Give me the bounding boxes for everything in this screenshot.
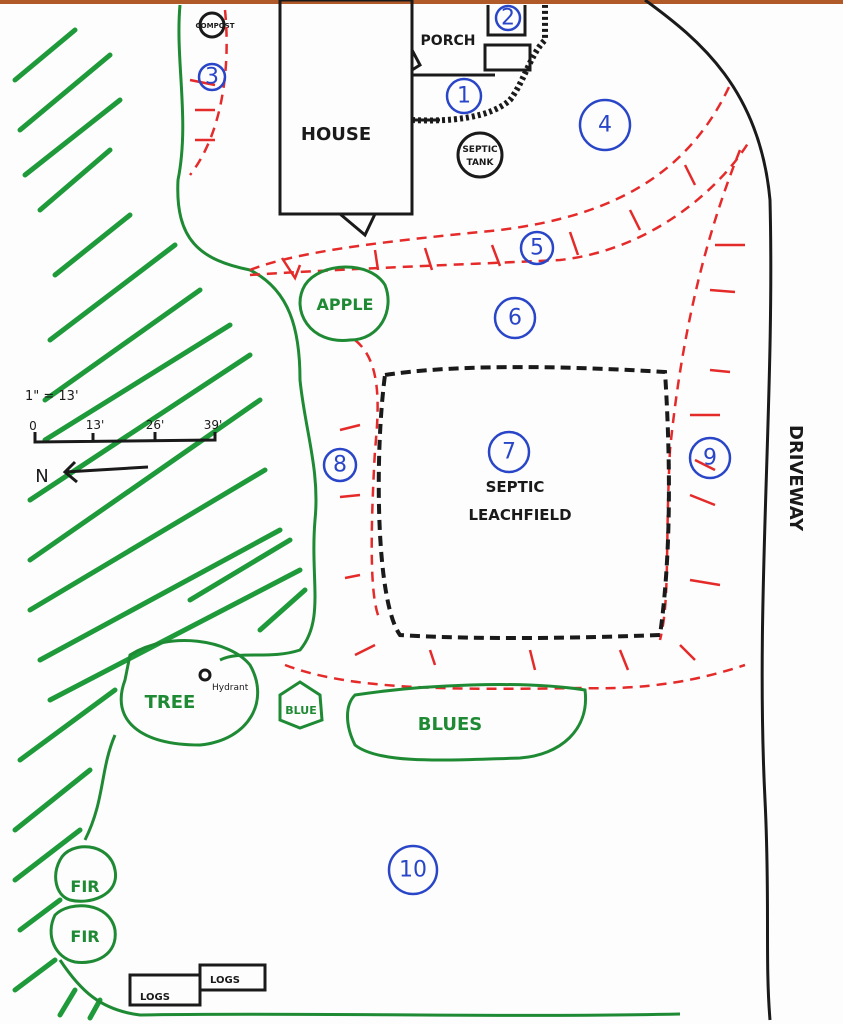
tree bbox=[119, 639, 260, 747]
septic-tank-label-2: TANK bbox=[467, 158, 495, 168]
zone-markers: 1 2 3 4 5 6 7 8 9 10 bbox=[197, 4, 732, 896]
drainage-arrows bbox=[189, 78, 745, 671]
property-line-south bbox=[58, 959, 681, 1017]
tree-line bbox=[176, 4, 318, 662]
house-label: HOUSE bbox=[301, 124, 371, 145]
septic-tank-label-1: SEPTIC bbox=[462, 145, 498, 155]
apple-label: APPLE bbox=[317, 295, 374, 314]
logs-label-2: LOGS bbox=[210, 975, 240, 986]
zone-7: 7 bbox=[502, 440, 516, 465]
leachfield-label-1: SEPTIC bbox=[486, 478, 545, 496]
blueberry-bushes bbox=[346, 683, 588, 762]
porch-label: PORCH bbox=[421, 33, 476, 49]
scale-tick-13: 13' bbox=[86, 418, 105, 432]
north-label: N bbox=[35, 466, 48, 487]
tree-label: TREE bbox=[145, 692, 196, 713]
north-arrow-icon bbox=[62, 460, 149, 484]
zone-2: 2 bbox=[501, 6, 515, 31]
deck bbox=[483, 5, 532, 72]
zone-5: 5 bbox=[530, 236, 544, 261]
house bbox=[278, 0, 414, 216]
hydrant-label: Hydrant bbox=[212, 683, 249, 693]
zone-4: 4 bbox=[598, 113, 612, 138]
driveway-label: DRIVEWAY bbox=[785, 425, 806, 532]
hydrant-icon bbox=[198, 668, 212, 682]
fir-label-2: FIR bbox=[70, 927, 99, 946]
zone-1: 1 bbox=[457, 84, 471, 109]
scale-tick-0: 0 bbox=[29, 419, 37, 433]
septic-leachfield bbox=[376, 365, 671, 641]
wooded-area-hatching bbox=[12, 27, 308, 1021]
blues-label: BLUES bbox=[418, 714, 482, 735]
septic-tank bbox=[456, 131, 504, 179]
log-pile-2 bbox=[198, 963, 267, 992]
driveway-edge bbox=[644, 0, 773, 1021]
tree-line-south bbox=[83, 734, 117, 841]
blueberry-bush bbox=[278, 680, 324, 730]
scale-ratio: 1" = 13' bbox=[25, 389, 79, 404]
zone-6: 6 bbox=[508, 306, 522, 331]
logs-label-1: LOGS bbox=[140, 992, 170, 1003]
apple-tree bbox=[298, 265, 390, 342]
zone-9: 9 bbox=[703, 446, 717, 471]
fir-tree-2 bbox=[49, 904, 117, 965]
scale-tick-26: 26' bbox=[146, 418, 165, 432]
zone-3: 3 bbox=[205, 65, 219, 90]
scale-tick-39: 39' bbox=[204, 418, 223, 432]
compost-label: COMPOST bbox=[196, 22, 235, 30]
fir-tree-1 bbox=[54, 845, 117, 903]
leachfield-label-2: LEACHFIELD bbox=[468, 506, 571, 524]
zone-10: 10 bbox=[399, 858, 427, 883]
compost-bin bbox=[198, 11, 226, 39]
blue-label: BLUE bbox=[285, 704, 316, 717]
zone-8: 8 bbox=[333, 453, 347, 478]
scale-bar: 1" = 13' 0 13' 26' 39' N bbox=[25, 389, 222, 487]
fir-label-1: FIR bbox=[70, 877, 99, 896]
